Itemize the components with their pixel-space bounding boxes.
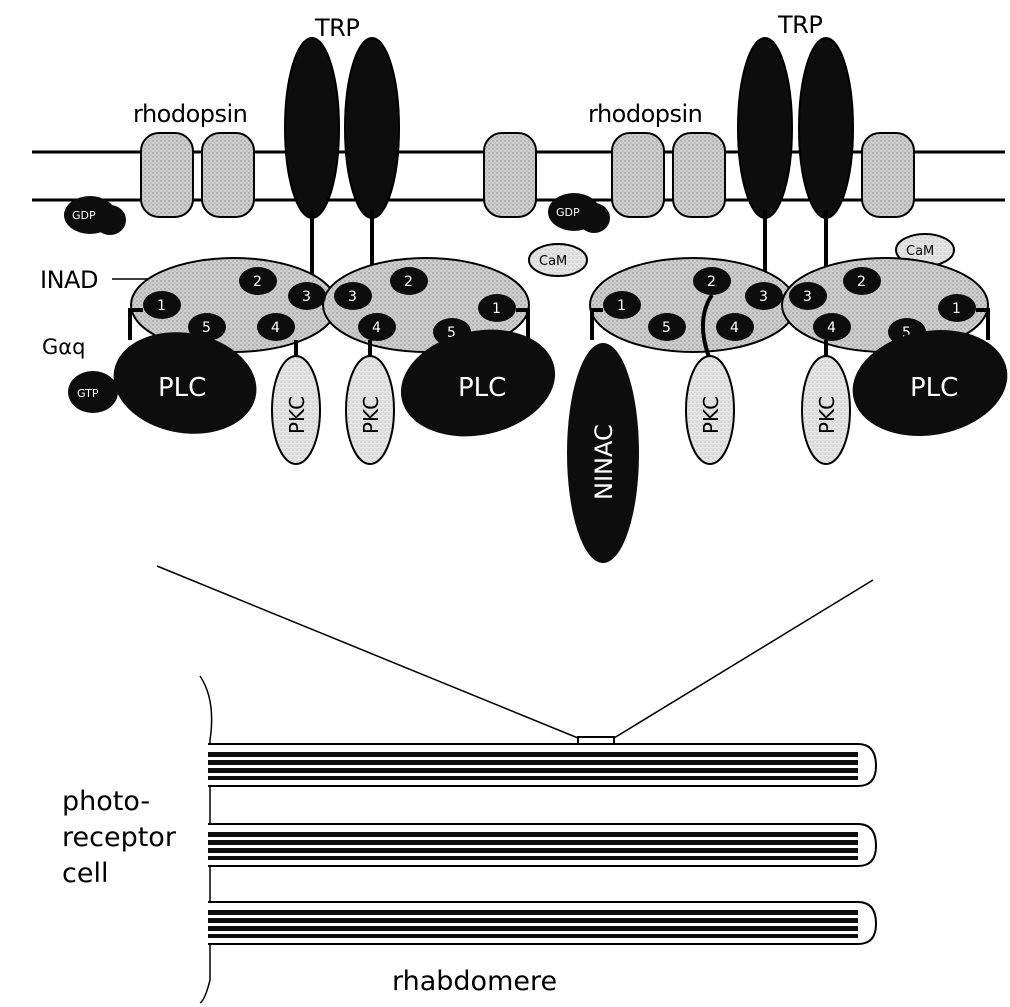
- rhodopsin-proteins: [141, 133, 914, 217]
- pkc-label-1: PKC: [285, 396, 309, 434]
- svg-text:1: 1: [952, 301, 961, 317]
- plc-label-2: PLC: [458, 373, 506, 403]
- svg-text:4: 4: [271, 320, 280, 336]
- photoreceptor-label-line1: photo-: [62, 786, 150, 817]
- svg-text:1: 1: [617, 298, 626, 314]
- pkc-label-2: PKC: [359, 396, 383, 434]
- svg-text:1: 1: [157, 298, 166, 314]
- pkc-label-3: PKC: [699, 396, 723, 434]
- svg-text:1: 1: [492, 301, 501, 317]
- svg-text:4: 4: [827, 320, 836, 336]
- svg-text:3: 3: [759, 289, 768, 305]
- microvillus-3: [208, 902, 876, 944]
- svg-text:3: 3: [348, 289, 357, 305]
- svg-text:4: 4: [730, 320, 739, 336]
- microvillus-2: [208, 824, 876, 866]
- rhodopsin-label-left: rhodopsin: [133, 100, 247, 128]
- svg-text:5: 5: [662, 320, 671, 336]
- photoreceptor-label-line2: receptor: [62, 822, 177, 853]
- cam-left: CaM: [529, 244, 587, 276]
- microvillus-1: [208, 744, 876, 786]
- zoom-lines: [157, 566, 873, 738]
- svg-text:4: 4: [372, 320, 381, 336]
- svg-text:2: 2: [404, 274, 413, 290]
- gdp-left: GDP: [64, 196, 126, 235]
- rhabdomere-label: rhabdomere: [392, 966, 557, 997]
- inad-label: INAD: [40, 266, 98, 294]
- gaq-label: Gαq: [42, 335, 85, 359]
- svg-text:GDP: GDP: [556, 206, 580, 219]
- svg-text:GTP: GTP: [77, 387, 99, 400]
- svg-text:3: 3: [803, 289, 812, 305]
- gtp: GTP: [68, 371, 118, 413]
- svg-text:3: 3: [302, 289, 311, 305]
- ninac-label: NINAC: [590, 424, 618, 500]
- plc-label-1: PLC: [158, 373, 206, 403]
- svg-text:CaM: CaM: [539, 254, 567, 269]
- rhodopsin-label-right: rhodopsin: [588, 100, 702, 128]
- svg-text:2: 2: [253, 274, 262, 290]
- trp-channels: [285, 38, 853, 218]
- pkc-label-4: PKC: [815, 396, 839, 434]
- photoreceptor-label-line3: cell: [62, 858, 108, 889]
- svg-text:GDP: GDP: [72, 209, 96, 222]
- svg-text:CaM: CaM: [906, 244, 934, 259]
- svg-text:2: 2: [707, 274, 716, 290]
- trp-label-right: TRP: [777, 11, 822, 39]
- plc-label-3: PLC: [910, 373, 958, 403]
- trp-label-left: TRP: [314, 14, 359, 42]
- svg-text:2: 2: [857, 274, 866, 290]
- svg-text:5: 5: [202, 320, 211, 336]
